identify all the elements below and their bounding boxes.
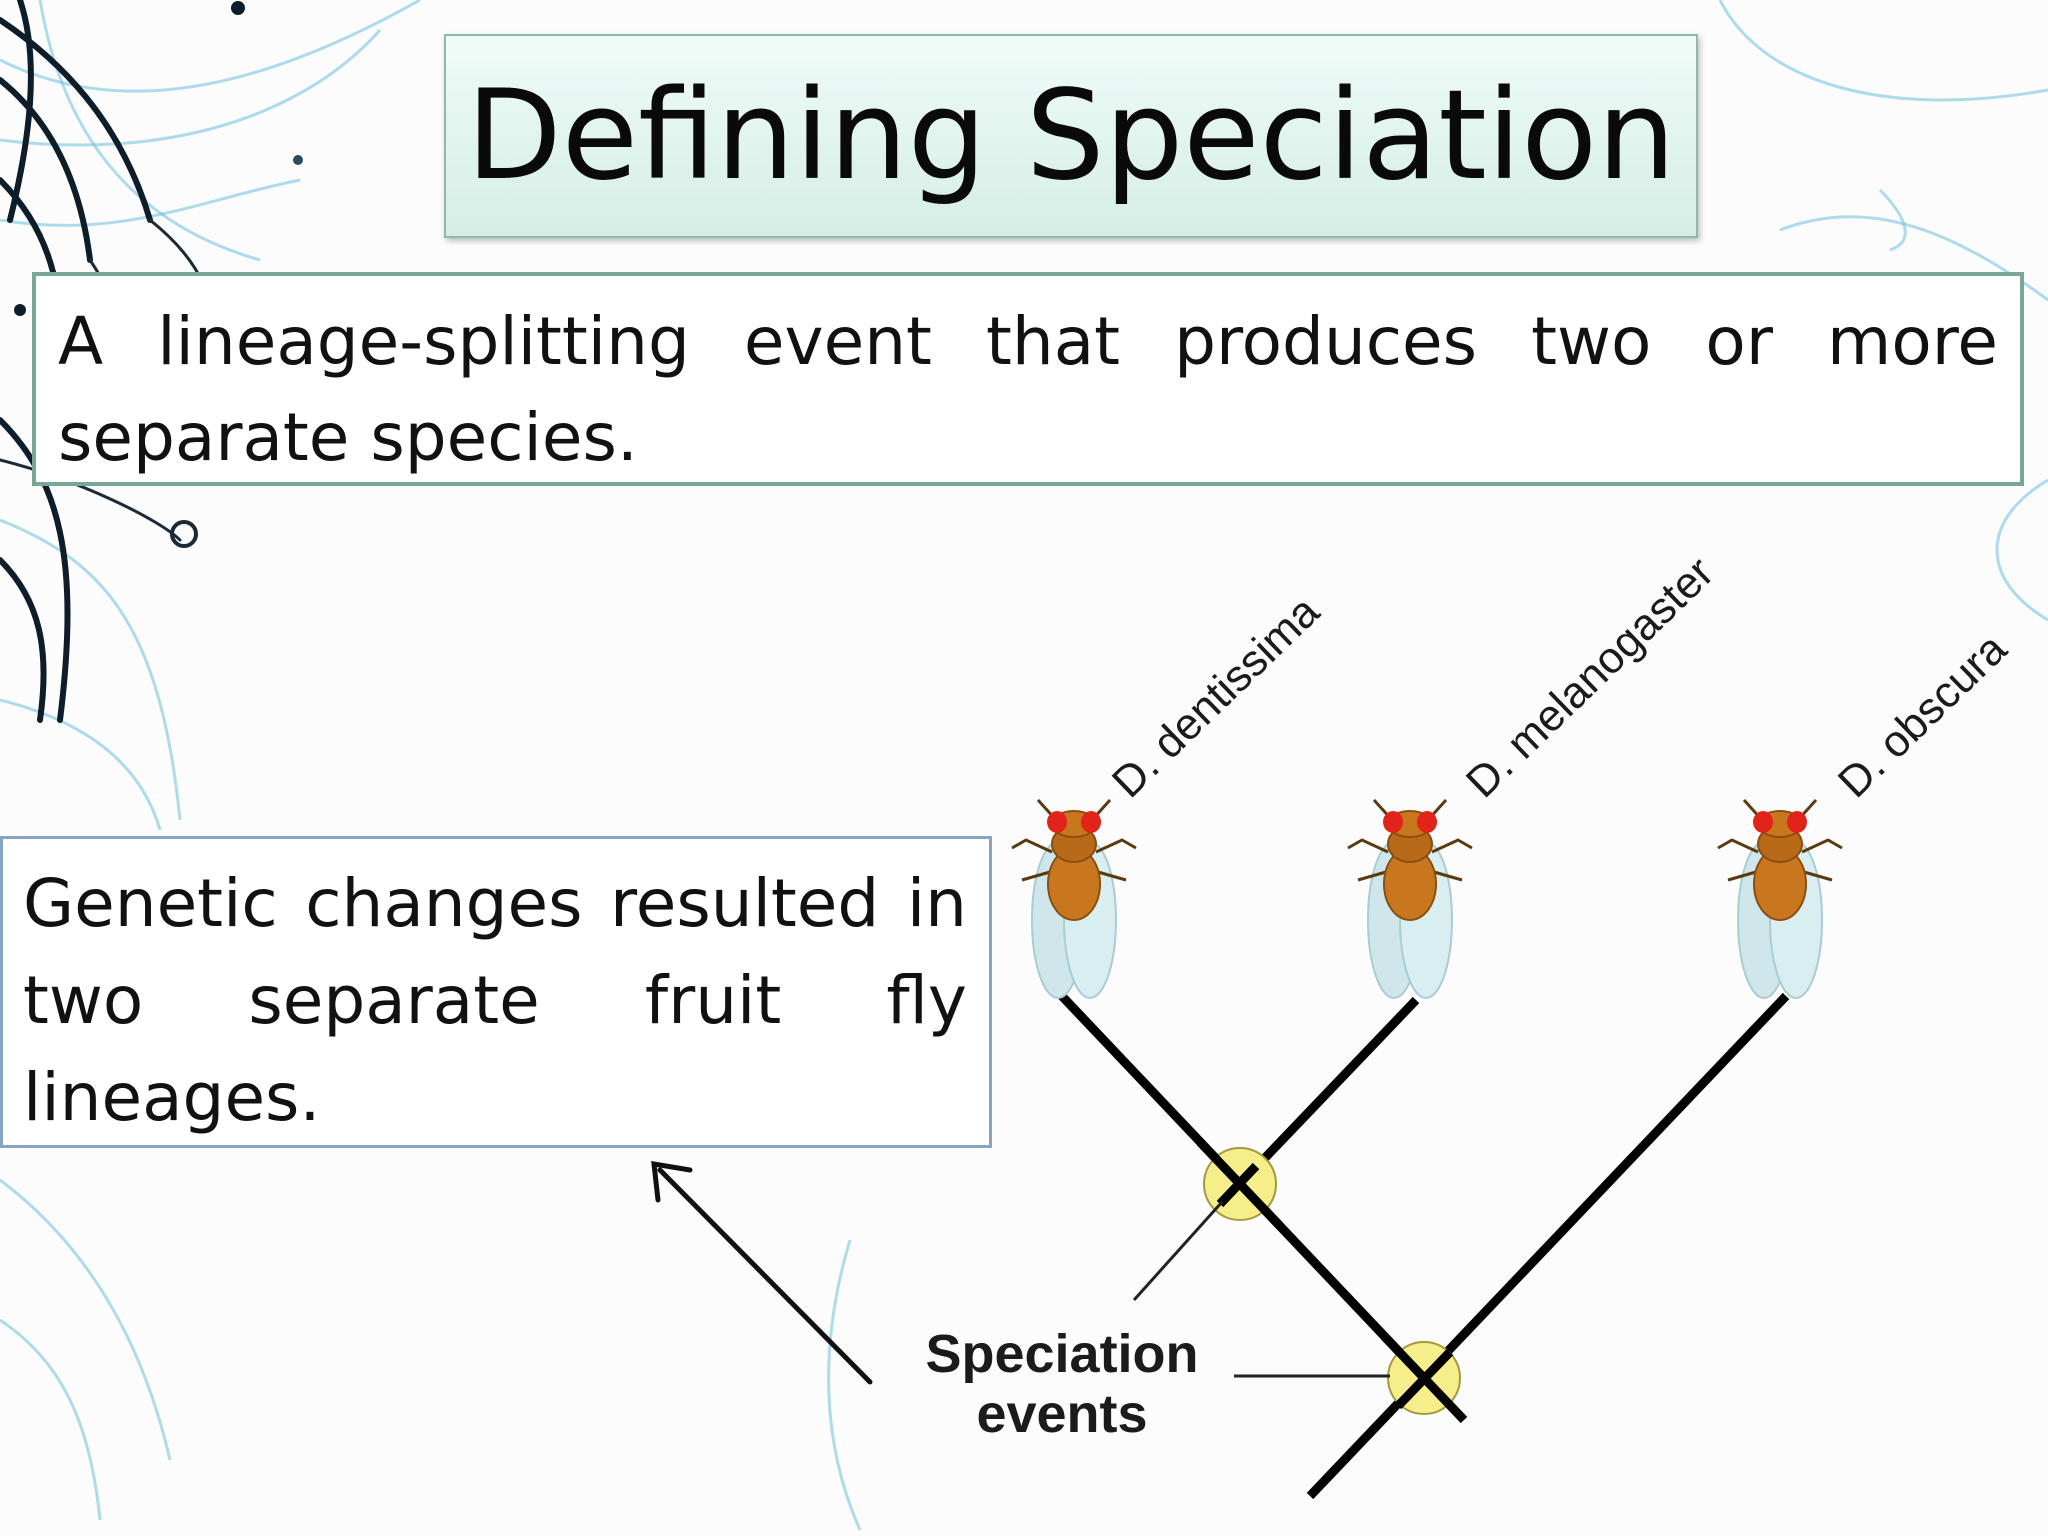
branch-obscura <box>1306 992 1790 1500</box>
speciation-events-label-line2: events <box>976 1384 1147 1444</box>
slide-title: Defining Speciation <box>466 64 1676 208</box>
branch-melanogaster <box>1236 996 1420 1188</box>
fruit-fly-icon <box>1716 798 1844 1000</box>
speciation-events-label-line1: Speciation <box>925 1324 1198 1384</box>
annotation-arrow <box>651 1160 873 1385</box>
species-label-dentissima: D. dentissima <box>1103 586 1329 807</box>
species-label-obscura: D. obscura <box>1829 624 2016 807</box>
species-label-melanogaster: D. melanogaster <box>1457 548 1723 808</box>
note-box: Genetic changes resulted in two separate… <box>0 836 992 1148</box>
note-text: Genetic changes resulted in two separate… <box>23 865 967 1136</box>
definition-box: A lineage-splitting event that produces … <box>32 272 2024 486</box>
event-pointer-1 <box>1132 1200 1224 1302</box>
fruit-fly-icon <box>1346 798 1474 1000</box>
definition-text: A lineage-splitting event that produces … <box>58 303 1998 476</box>
tree-branches <box>1056 990 1790 1500</box>
title-box: Defining Speciation <box>444 34 1698 238</box>
fruit-fly-icon <box>1010 798 1138 1000</box>
